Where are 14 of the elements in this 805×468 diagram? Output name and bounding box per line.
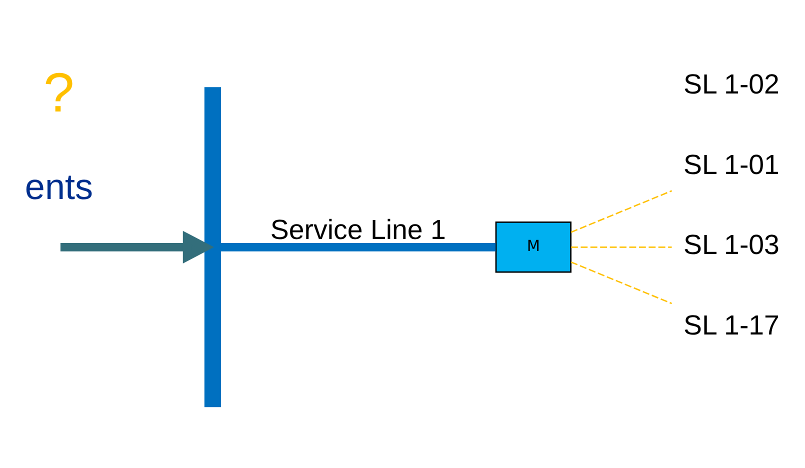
connector [570, 261, 672, 304]
node-box: M [495, 222, 572, 273]
label: ents [24, 166, 93, 208]
connector [571, 246, 672, 248]
arrow [60, 230, 214, 264]
node-text: SL 1-01 [684, 148, 780, 180]
connector [570, 190, 672, 233]
node-text: SL 1-02 [684, 68, 780, 100]
node-text: SL 1-17 [684, 309, 780, 340]
label: ? [44, 61, 74, 124]
edge-label: Service Line 1 [270, 214, 446, 245]
node-bar [204, 87, 222, 408]
connector [220, 243, 496, 252]
node-text: SL 1-03 [684, 229, 780, 260]
